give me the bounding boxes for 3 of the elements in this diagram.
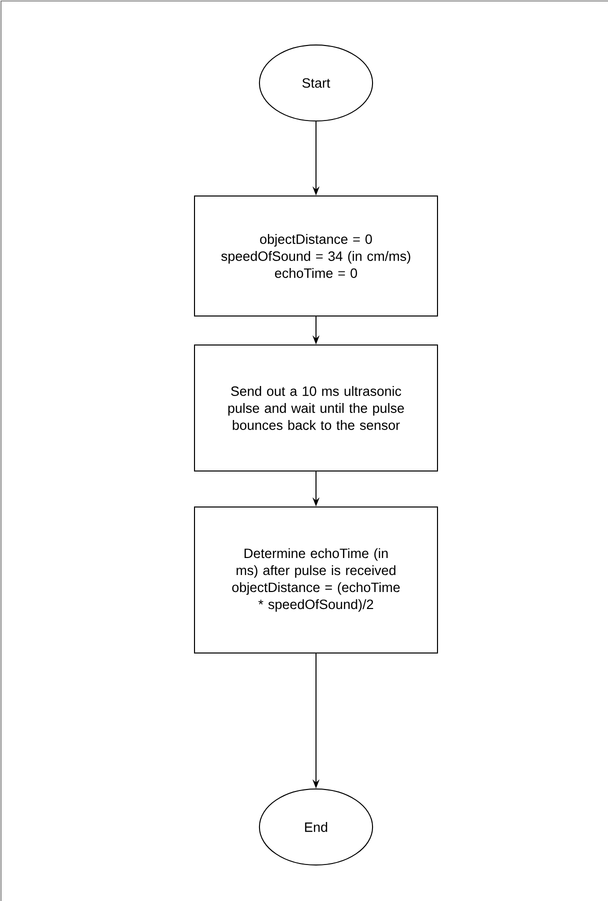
process-box: Determine echoTime (in ms) after pulse is received objectDistance = (echoTime * speedOfSound)/2	[194, 506, 438, 654]
process-box: objectDistance = 0 speedOfSound = 34 (in cm/ms) echoTime = 0	[194, 196, 438, 316]
process-box: Send out a 10 ms ultrasonic pulse and wait until the pulse bounces back to the sensor	[194, 344, 438, 472]
